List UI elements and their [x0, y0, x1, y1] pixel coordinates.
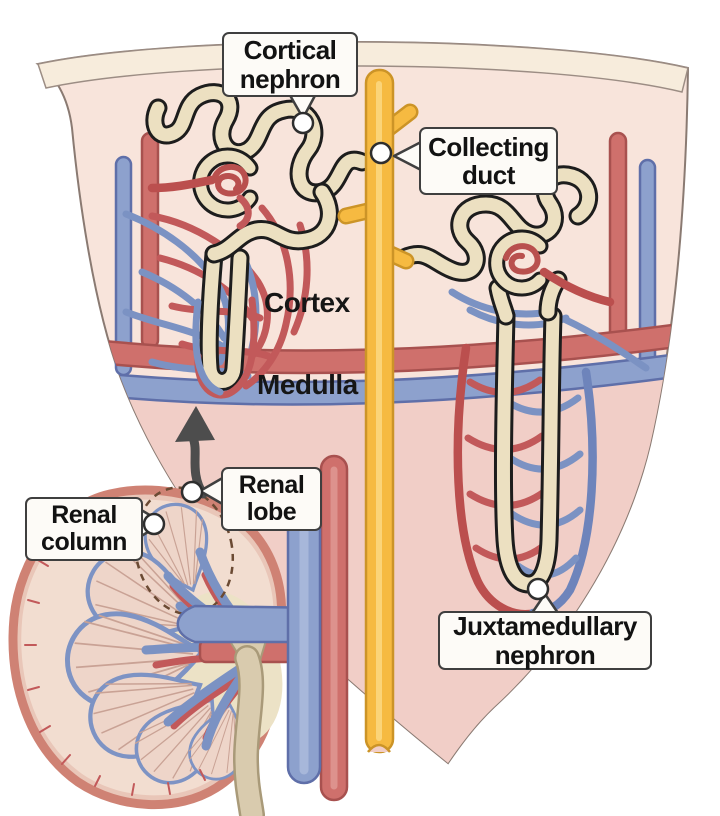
- cortical-nephron-illustration: [122, 83, 372, 399]
- ureter-fill: [235, 647, 263, 816]
- marker-dot-renal-column: [142, 512, 166, 536]
- callout-juxtamedullary-nephron: Juxtamedullary nephron: [438, 611, 652, 670]
- collecting-duct: [337, 68, 419, 754]
- hilar-vessels: [176, 454, 349, 816]
- papilla-notch: [367, 743, 391, 753]
- marker-dot-renal-lobe: [180, 480, 204, 504]
- callout-renal-column: Renal column: [25, 497, 143, 561]
- cortex-label: Cortex: [264, 287, 350, 318]
- medulla-label: Medulla: [257, 369, 358, 400]
- markers: [142, 111, 550, 601]
- callout-collecting-duct: Collecting duct: [419, 127, 558, 195]
- kidney-cross-section: [8, 485, 287, 810]
- marker-dot-cortical-nephron: [291, 111, 315, 135]
- renal-vein-horizontal: [176, 604, 324, 644]
- marker-dot-juxtamedullary-nephron: [526, 577, 550, 601]
- renal-lobe-dashed-outline: [133, 486, 235, 616]
- callout-cortical-nephron: Cortical nephron: [222, 32, 358, 97]
- callout-renal-lobe: Renal lobe: [221, 467, 322, 531]
- capsule-fringe: [24, 559, 206, 796]
- marker-dot-collecting-duct: [369, 141, 393, 165]
